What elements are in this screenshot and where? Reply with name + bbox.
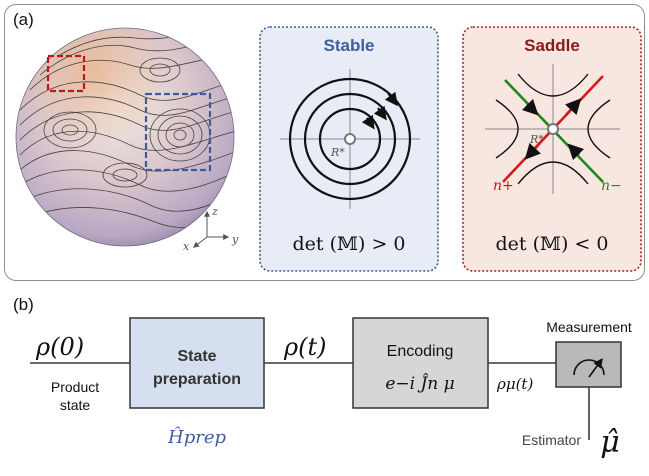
axis-x-label: x <box>183 240 190 253</box>
mu-hat-label: μ̂ <box>600 425 620 460</box>
measurement-label: Measurement <box>546 319 632 335</box>
state-prep-box <box>129 317 265 409</box>
stable-point-label: R* <box>330 146 345 159</box>
encoding-box <box>352 317 489 409</box>
n-plus-label: n+ <box>493 178 514 194</box>
hprep-label: Ĥprep <box>167 425 226 448</box>
estimator-label: Estimator <box>522 432 581 448</box>
saddle-title: Saddle <box>524 36 580 55</box>
saddle-highlight-box <box>46 54 86 93</box>
sphere-illustration <box>15 27 235 247</box>
n-minus-label: n− <box>601 178 622 194</box>
circuit: ρ(0) Product state State preparation Ĥpr… <box>30 317 632 460</box>
encoding-formula: e−i Ĵn μ <box>385 374 454 394</box>
axis-z-label: z <box>211 205 218 218</box>
rho-mu-label: ρμ(t) <box>496 375 533 393</box>
product-state-line1: Product <box>51 379 99 395</box>
rho0-label: ρ(0) <box>35 333 84 361</box>
axes-triad: z y x <box>183 205 239 253</box>
saddle-box: Saddle R* n+ n− det (𝕄) < 0 <box>462 26 642 272</box>
saddle-point-label: R* <box>529 133 544 146</box>
saddle-condition: det (𝕄) < 0 <box>495 233 608 255</box>
stable-condition: det (𝕄) > 0 <box>292 233 405 255</box>
stable-title: Stable <box>323 36 374 55</box>
encoding-title: Encoding <box>387 343 454 360</box>
rho-t-label: ρ(t) <box>283 333 326 361</box>
panel-a-tag: (a) <box>13 10 34 29</box>
measurement-box <box>555 341 622 388</box>
axis-y-label: y <box>231 233 239 246</box>
state-prep-line1: State <box>177 348 216 365</box>
product-state-line2: state <box>60 397 91 413</box>
stable-box: Stable R* det (𝕄) > 0 <box>259 26 439 272</box>
panel-b-tag: (b) <box>13 295 34 314</box>
meter-icon <box>573 358 605 378</box>
state-prep-line2: preparation <box>153 371 241 388</box>
stable-highlight-box <box>144 92 212 172</box>
